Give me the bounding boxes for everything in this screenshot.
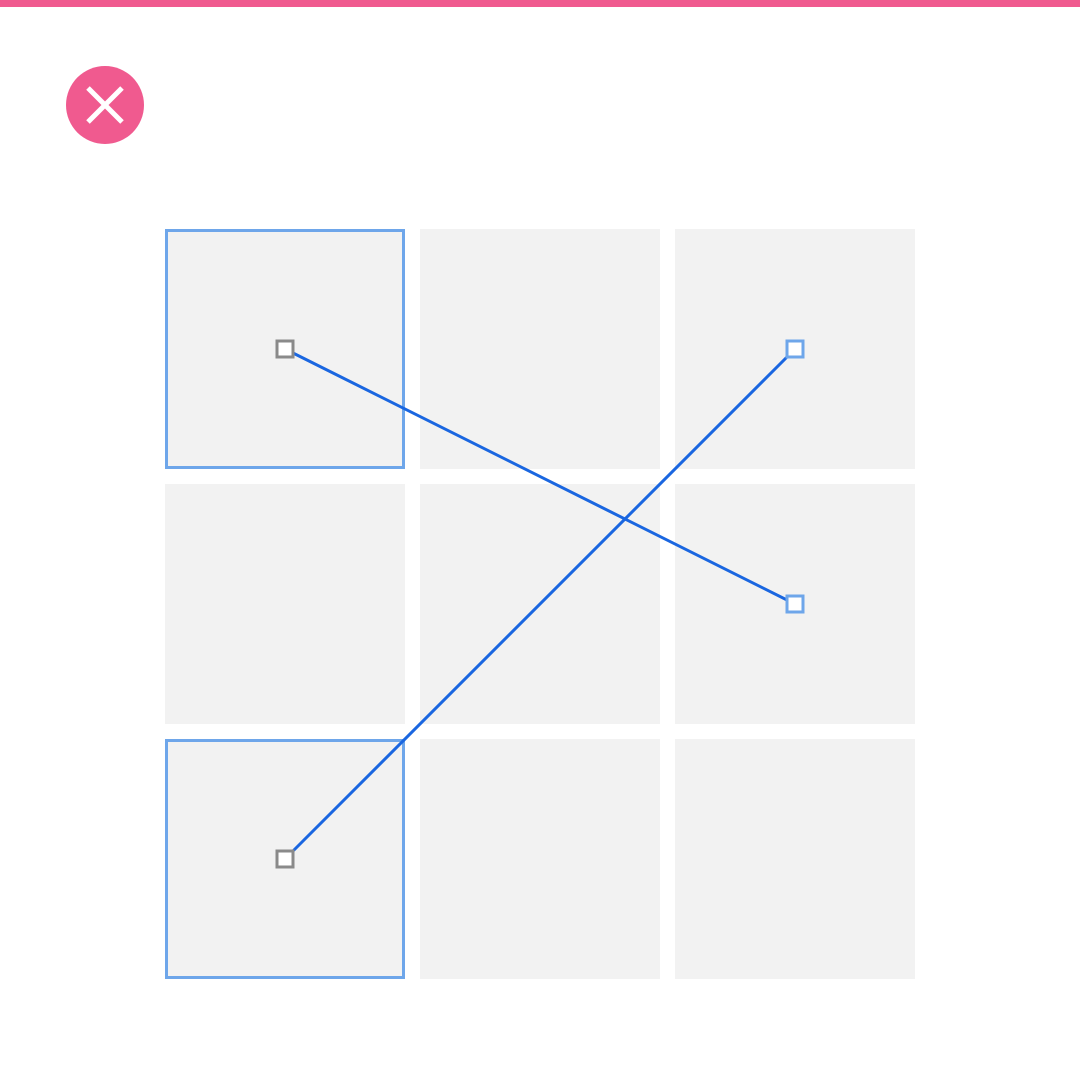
grid-cell-r1-c1[interactable] [420, 484, 660, 724]
grid-cell-r2-c1[interactable] [420, 739, 660, 979]
grid-cell-r1-c2[interactable] [675, 484, 915, 724]
grid-cell-r0-c1[interactable] [420, 229, 660, 469]
grid-cell-r1-c0[interactable] [165, 484, 405, 724]
grid-cell-r0-c0[interactable] [165, 229, 405, 469]
close-button[interactable] [66, 66, 144, 144]
grid-cell-r2-c2[interactable] [675, 739, 915, 979]
grid-cell-r0-c2[interactable] [675, 229, 915, 469]
close-icon [86, 86, 124, 124]
top-accent-bar [0, 0, 1080, 7]
grid-cell-r2-c0[interactable] [165, 739, 405, 979]
